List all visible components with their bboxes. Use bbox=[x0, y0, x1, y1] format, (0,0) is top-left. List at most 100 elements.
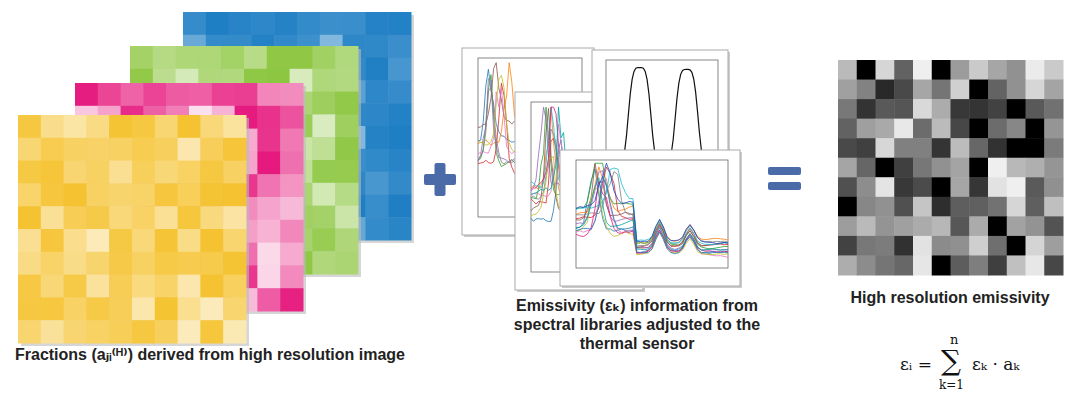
pixel-cell bbox=[312, 92, 335, 115]
pixel-cell bbox=[274, 12, 297, 35]
pixel-cell bbox=[64, 252, 87, 275]
pixel-cell bbox=[257, 129, 280, 152]
pixel-cell bbox=[155, 320, 178, 343]
pixel-cell bbox=[335, 206, 358, 229]
formula-part: εᵢ = bbox=[900, 355, 932, 374]
pixel-cell bbox=[290, 46, 313, 69]
pixel-cell bbox=[86, 115, 109, 138]
pixel-cell bbox=[297, 12, 320, 35]
pixel-cell bbox=[280, 220, 303, 243]
pixel-cell bbox=[132, 320, 155, 343]
pixel-cell bbox=[41, 161, 64, 184]
pixel-cell bbox=[1044, 138, 1063, 158]
pixel-cell bbox=[365, 35, 388, 58]
pixel-cell bbox=[64, 206, 87, 229]
pixel-cell bbox=[335, 69, 358, 92]
pixel-cell bbox=[312, 183, 335, 206]
pixel-cell bbox=[1044, 216, 1063, 236]
pixel-cell bbox=[41, 320, 64, 343]
pixel-cell bbox=[969, 60, 988, 80]
pixel-cell bbox=[388, 58, 411, 81]
pixel-cell bbox=[189, 83, 212, 106]
pixel-cell bbox=[41, 206, 64, 229]
pixel-cell bbox=[18, 275, 41, 298]
pixel-cell bbox=[223, 252, 246, 275]
pixel-cell bbox=[178, 252, 201, 275]
pixel-cell bbox=[876, 197, 895, 217]
pixel-cell bbox=[388, 12, 411, 35]
pixel-cell bbox=[132, 206, 155, 229]
shadow bbox=[78, 86, 306, 314]
pixel-cell bbox=[41, 115, 64, 138]
pixel-cell bbox=[838, 158, 857, 178]
pixel-cell bbox=[876, 216, 895, 236]
pixel-cell bbox=[988, 255, 1007, 275]
pixel-cell bbox=[155, 183, 178, 206]
response-curve bbox=[606, 67, 718, 161]
pixel-cell bbox=[257, 151, 280, 174]
formula-part: ∑ bbox=[941, 345, 961, 376]
pixel-cell bbox=[64, 275, 87, 298]
pixel-cell bbox=[857, 158, 876, 178]
pixel-cell bbox=[64, 297, 87, 320]
pixel-cell bbox=[132, 275, 155, 298]
pixel-cell bbox=[876, 138, 895, 158]
pixel-cell bbox=[280, 83, 303, 106]
pixel-cell bbox=[913, 216, 932, 236]
pixel-cell bbox=[41, 297, 64, 320]
pixel-cell bbox=[365, 12, 388, 35]
pixel-cell bbox=[1026, 138, 1045, 158]
pixel-cell bbox=[838, 177, 857, 197]
pixel-cell bbox=[969, 138, 988, 158]
caption-text: High resolution emissivity bbox=[826, 288, 1074, 307]
pixel-cell bbox=[913, 119, 932, 139]
pixel-cell bbox=[335, 137, 358, 160]
pixel-cell bbox=[932, 177, 951, 197]
pixel-cell bbox=[894, 216, 913, 236]
pixel-cell bbox=[951, 177, 970, 197]
pixel-cell bbox=[951, 80, 970, 100]
pixel-cell bbox=[132, 138, 155, 161]
pixel-cell bbox=[365, 194, 388, 217]
pixel-cell bbox=[951, 255, 970, 275]
pixel-cell bbox=[86, 183, 109, 206]
pixel-cell bbox=[64, 115, 87, 138]
pixel-cell bbox=[913, 80, 932, 100]
caption-block: Fractions (aⱼᵢ⁽ᴴ⁾) derived from high res… bbox=[10, 345, 410, 368]
pixel-cell bbox=[876, 99, 895, 119]
pixel-cell bbox=[969, 236, 988, 256]
pixel-cell bbox=[388, 172, 411, 195]
pixel-cell bbox=[132, 229, 155, 252]
pixel-cell bbox=[1007, 255, 1026, 275]
pixel-cell bbox=[894, 236, 913, 256]
pixel-cell bbox=[365, 172, 388, 195]
pixel-cell bbox=[18, 297, 41, 320]
plus-sign bbox=[424, 163, 456, 196]
pixel-cell bbox=[1007, 138, 1026, 158]
pixel-cell bbox=[280, 174, 303, 197]
pixel-cell bbox=[1044, 197, 1063, 217]
shadow bbox=[21, 118, 249, 346]
pixel-cell bbox=[86, 275, 109, 298]
formula-part: n bbox=[950, 333, 958, 347]
pixel-cell bbox=[857, 99, 876, 119]
pixel-cell bbox=[223, 297, 246, 320]
pixel-cell bbox=[18, 320, 41, 343]
pixel-cell bbox=[951, 197, 970, 217]
pixel-cell bbox=[223, 275, 246, 298]
fraction-image-yellow bbox=[18, 115, 249, 346]
pixel-cell bbox=[838, 197, 857, 217]
pixel-cell bbox=[857, 138, 876, 158]
pixel-cell bbox=[1044, 158, 1063, 178]
pixel-cell bbox=[244, 46, 267, 69]
pixel-cell bbox=[200, 115, 223, 138]
pixel-cell bbox=[1007, 197, 1026, 217]
pixel-cell bbox=[1007, 80, 1026, 100]
pixel-cell bbox=[335, 183, 358, 206]
pixel-cell bbox=[200, 206, 223, 229]
pixel-cell bbox=[64, 320, 87, 343]
pixel-cell bbox=[41, 275, 64, 298]
pixel-cell bbox=[838, 236, 857, 256]
